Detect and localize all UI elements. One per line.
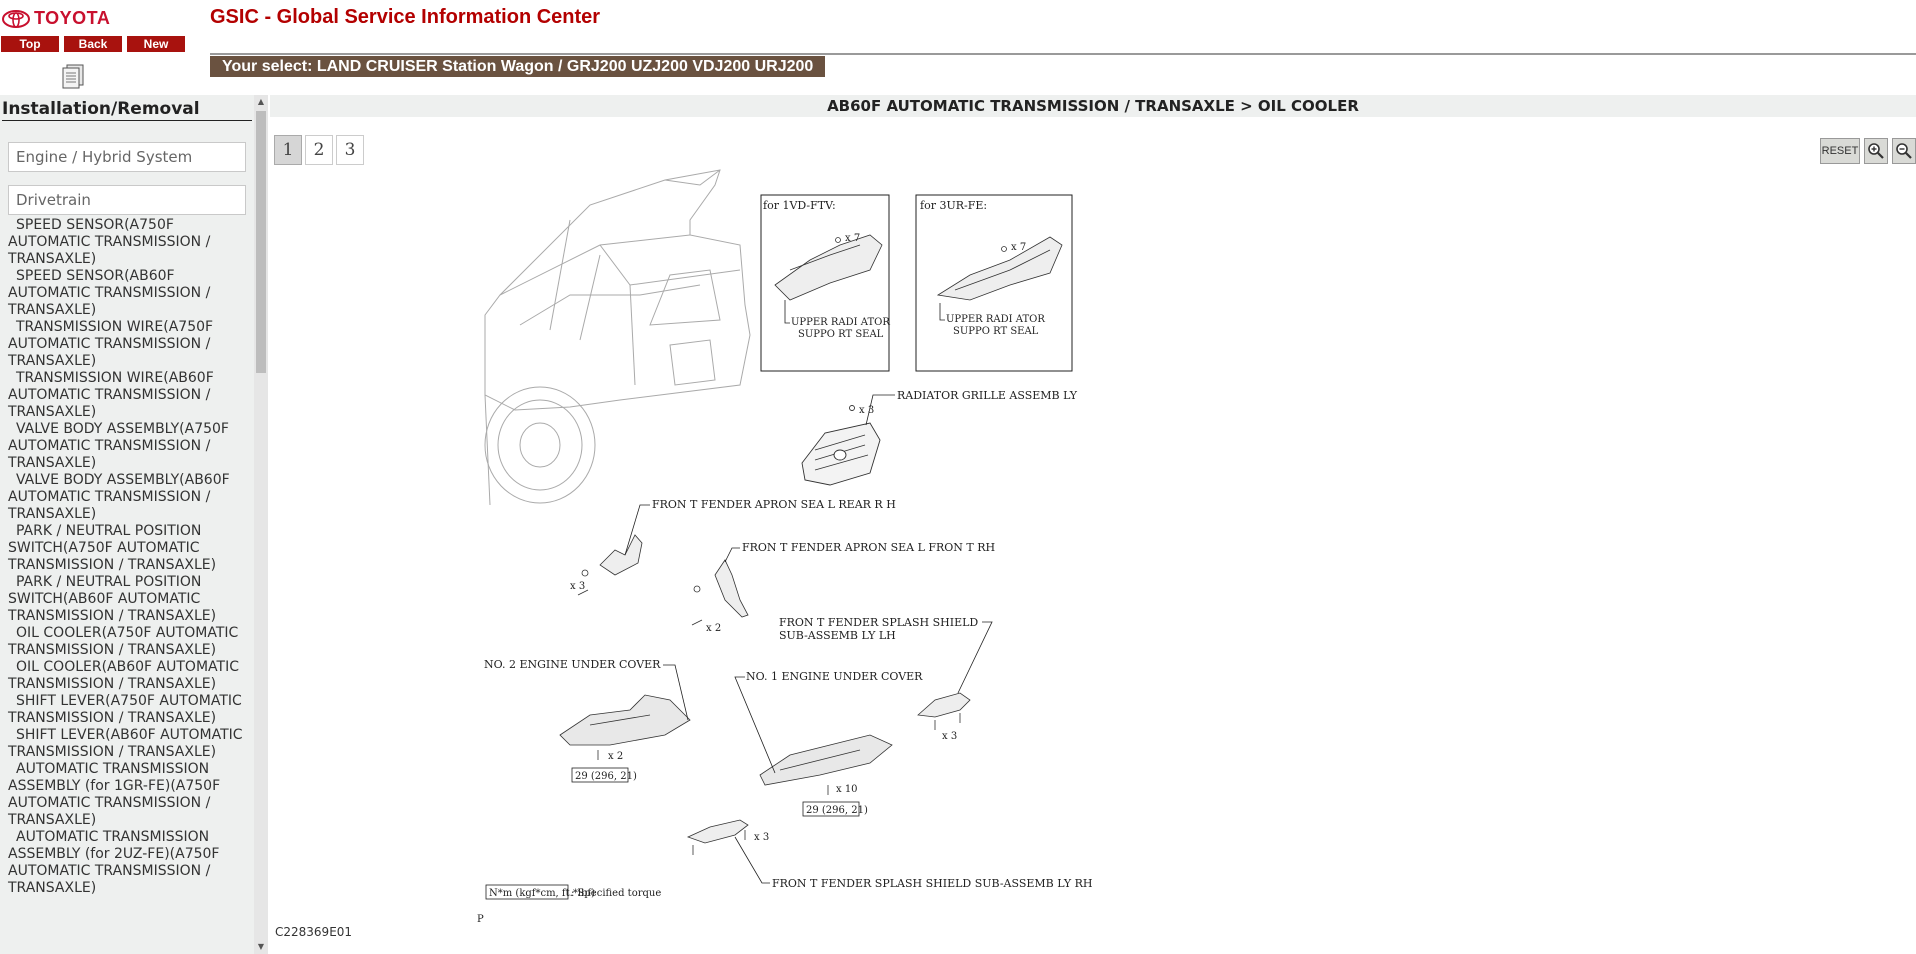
torque-legend-units: N*m (kgf*cm, ft.*lbf) (489, 888, 595, 899)
scroll-thumb[interactable] (256, 111, 266, 373)
seal-1vd-label-1: UPPER RADI ATOR (791, 317, 890, 328)
no2-torque-box (571, 767, 629, 783)
list-item[interactable]: TRANSMISSION WIRE(A750F AUTOMATIC TRANSM… (8, 319, 214, 369)
list-item[interactable]: TRANSMISSION WIRE(AB60F AUTOMATIC TRANSM… (8, 370, 214, 420)
splash-shield-lh-illustration (917, 692, 971, 730)
zoom-in-button[interactable] (1864, 138, 1888, 164)
brand-name: TOYOTA (34, 8, 111, 28)
category-drivetrain[interactable]: Drivetrain (8, 185, 246, 215)
no1-label: NO. 1 ENGINE UNDER COVER (746, 670, 923, 683)
no2-torque: 29 (296, 21) (575, 771, 637, 782)
apron-front-label: FRON T FENDER APRON SEA L FRON T RH (742, 541, 995, 554)
page-tabs: 1 2 3 (274, 135, 364, 165)
upper-radiator-seal-1vd-illustration (774, 234, 883, 301)
documents-icon[interactable] (55, 63, 89, 89)
page-tab-2[interactable]: 2 (305, 135, 333, 165)
parts-diagram: for 1VD-FTV: for 3UR-FE: x 7 UPPER RADI … (477, 169, 1092, 925)
sidebar: Installation/Removal Engine / Hybrid Sys… (0, 95, 268, 954)
list-item[interactable]: AUTOMATIC TRANSMISSION ASSEMBLY (for 2UZ… (8, 829, 220, 896)
inset-1vd-title: for 1VD-FTV: (763, 199, 836, 212)
list-item[interactable]: SPEED SENSOR(A750F AUTOMATIC TRANSMISSIO… (8, 217, 211, 267)
new-button[interactable]: New (127, 36, 185, 52)
app-title: GSIC - Global Service Information Center (210, 6, 601, 28)
no1-under-cover-illustration (759, 734, 893, 795)
list-item[interactable]: OIL COOLER(A750F AUTOMATIC TRANSMISSION … (8, 625, 239, 658)
torque-legend-text: : Specified torque (571, 888, 661, 899)
zoom-out-button[interactable] (1892, 138, 1916, 164)
seal-3ur-label-1: UPPER RADI ATOR (946, 314, 1045, 325)
no1-torque: 29 (296, 21) (806, 805, 868, 816)
header: TOYOTA GSIC - Global Service Information… (0, 0, 1916, 92)
list-item[interactable]: VALVE BODY ASSEMBLY(A750F AUTOMATIC TRAN… (8, 421, 229, 471)
upper-radiator-seal-3ur-illustration (936, 236, 1063, 301)
main-content: AB60F AUTOMATIC TRANSMISSION / TRANSAXLE… (270, 95, 1916, 954)
toyota-emblem-icon (2, 9, 30, 28)
splash-lh-qty: x 3 (942, 731, 957, 742)
sidebar-scrollbar[interactable]: ▲ ▼ (254, 95, 268, 954)
vehicle-front-illustration (484, 169, 751, 506)
vehicle-selection-bar: Your select: LAND CRUISER Station Wagon … (210, 56, 826, 77)
inset-box-1vd (760, 194, 890, 372)
diagram-corner-mark: P (477, 914, 484, 925)
back-button[interactable]: Back (64, 36, 122, 52)
list-item[interactable]: PARK / NEUTRAL POSITION SWITCH(A750F AUT… (8, 523, 217, 573)
title-divider (210, 53, 1916, 55)
splash-lh-label-2: SUB-ASSEMB LY LH (779, 629, 896, 642)
zoom-out-icon (1896, 143, 1912, 159)
apron-seal-front-illustration (691, 559, 749, 626)
category-engine-hybrid[interactable]: Engine / Hybrid System (8, 142, 246, 172)
list-item[interactable]: SPEED SENSOR(AB60F AUTOMATIC TRANSMISSIO… (8, 268, 211, 318)
page-title: AB60F AUTOMATIC TRANSMISSION / TRANSAXLE… (270, 95, 1916, 117)
list-item[interactable]: AUTOMATIC TRANSMISSION ASSEMBLY (for 1GR… (8, 761, 221, 828)
apron-front-qty: x 2 (706, 623, 721, 634)
torque-legend-box (485, 884, 569, 900)
no2-under-cover-illustration (559, 694, 691, 760)
toyota-logo[interactable]: TOYOTA (2, 8, 110, 29)
zoom-tools: RESET (1820, 138, 1916, 164)
diagram-code: C228369E01 (275, 925, 353, 939)
procedure-list: SPEED SENSOR(A750F AUTOMATIC TRANSMISSIO… (8, 217, 248, 897)
list-item[interactable]: SHIFT LEVER(A750F AUTOMATIC TRANSMISSION… (8, 693, 242, 726)
list-item[interactable]: OIL COOLER(AB60F AUTOMATIC TRANSMISSION … (8, 659, 239, 692)
seal-1vd-qty: x 7 (845, 233, 860, 244)
no1-torque-box (802, 801, 860, 817)
sidebar-heading: Installation/Removal (2, 99, 252, 121)
no2-qty: x 2 (608, 751, 623, 762)
nav-buttons: Top Back New (1, 36, 185, 52)
seal-3ur-qty: x 7 (1011, 242, 1026, 253)
no2-label: NO. 2 ENGINE UNDER COVER (484, 658, 661, 671)
seal-3ur-label-2: SUPPO RT SEAL (953, 326, 1039, 337)
list-item[interactable]: VALVE BODY ASSEMBLY(AB60F AUTOMATIC TRAN… (8, 472, 230, 522)
list-item[interactable]: SHIFT LEVER(AB60F AUTOMATIC TRANSMISSION… (8, 727, 243, 760)
grille-qty: x 3 (859, 405, 874, 416)
page-tab-1[interactable]: 1 (274, 135, 302, 165)
reset-button[interactable]: RESET (1820, 138, 1860, 164)
list-item[interactable]: PARK / NEUTRAL POSITION SWITCH(AB60F AUT… (8, 574, 217, 624)
splash-lh-label-1: FRON T FENDER SPLASH SHIELD (779, 616, 978, 629)
grille-label: RADIATOR GRILLE ASSEMB LY (897, 389, 1078, 402)
zoom-in-icon (1868, 143, 1884, 159)
no1-qty: x 10 (836, 784, 858, 795)
apron-rear-label: FRON T FENDER APRON SEA L REAR R H (652, 498, 896, 511)
scroll-down-arrow-icon[interactable]: ▼ (257, 942, 265, 951)
scroll-up-arrow-icon[interactable]: ▲ (257, 97, 265, 106)
splash-rh-label: FRON T FENDER SPLASH SHIELD SUB-ASSEMB L… (772, 877, 1092, 890)
top-button[interactable]: Top (1, 36, 59, 52)
page-tab-3[interactable]: 3 (336, 135, 364, 165)
splash-rh-qty: x 3 (754, 832, 769, 843)
apron-seal-rear-illustration (577, 534, 643, 596)
apron-rear-qty: x 3 (570, 581, 585, 592)
radiator-grille-illustration (801, 405, 881, 486)
splash-shield-rh-illustration (686, 819, 749, 855)
seal-1vd-label-2: SUPPO RT SEAL (798, 329, 884, 340)
inset-3ur-title: for 3UR-FE: (920, 199, 987, 212)
